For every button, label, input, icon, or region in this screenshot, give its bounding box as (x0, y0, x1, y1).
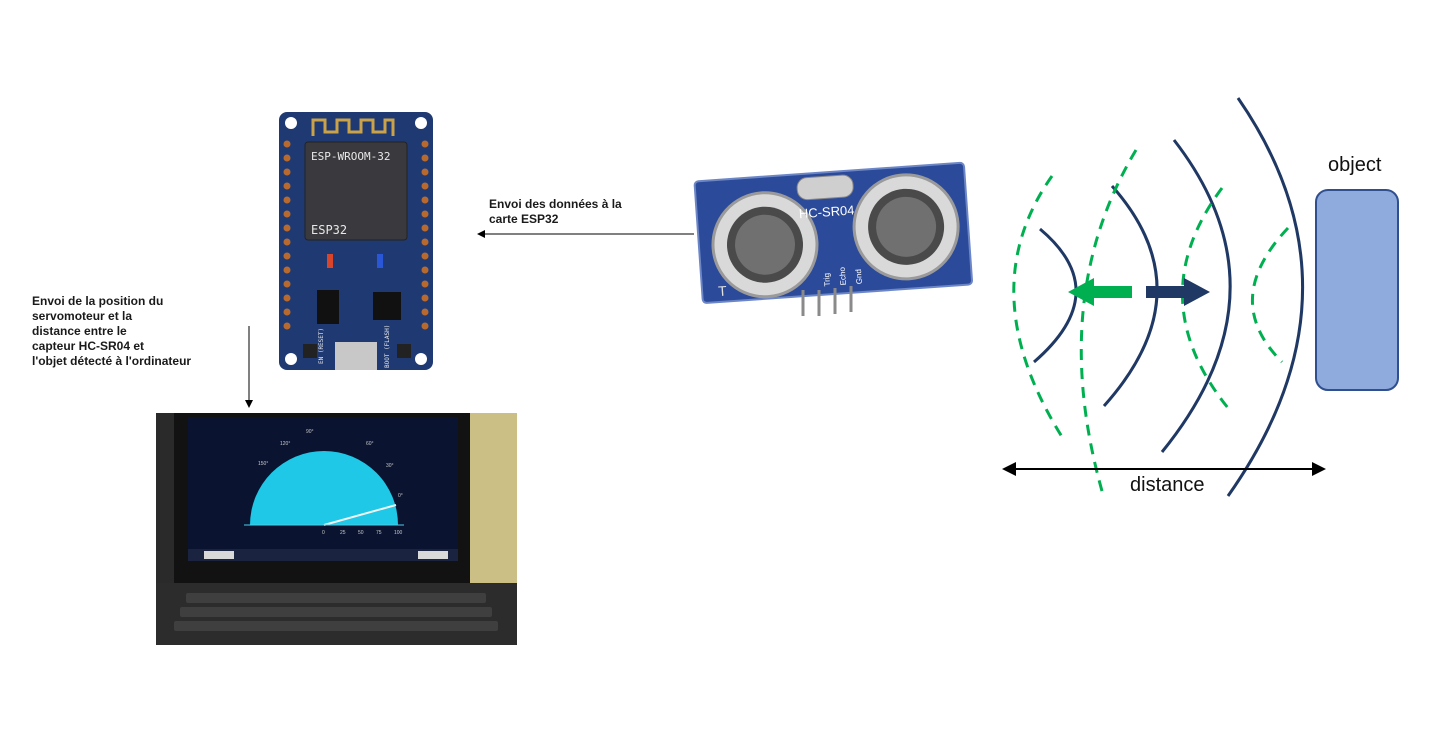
radar-range-label: 100 (394, 530, 403, 536)
pin-label-trig: Trig (822, 273, 832, 287)
radar-angle-label: 150° (258, 461, 268, 467)
en-button-label: EN (RESET) (318, 328, 325, 364)
emitted-wave (1033, 227, 1078, 364)
pin-label-gnd: Gnd (854, 269, 864, 285)
sensor-corner-mark: T (718, 282, 728, 299)
laptop-photo: 150° 120° 90° 60° 30° 0° 0 25 50 75 100 (156, 413, 517, 645)
esp32-data-caption: Envoi des données à la carte ESP32 (489, 197, 622, 226)
computer-data-caption: Envoi de la position du servomoteur et l… (32, 294, 192, 368)
radar-sweep-area (250, 451, 398, 525)
detected-object (1315, 189, 1399, 391)
boot-button-label: BOOT (FLASH) (384, 325, 391, 368)
distance-label: distance (1130, 474, 1205, 496)
pin-label-echo: Echo (838, 266, 848, 285)
sensor-model-label: HC-SR04 (798, 202, 855, 221)
reflected-wave (1079, 149, 1138, 499)
reflected-direction-arrow (1068, 278, 1132, 306)
emitted-wave (1226, 97, 1304, 497)
radar-angle-label: 60° (366, 441, 374, 447)
radar-angle-label: 120° (280, 441, 290, 447)
radar-range-label: 50 (358, 530, 364, 536)
chip-label: ESP32 (311, 223, 347, 237)
radar-range-label: 0 (322, 530, 325, 536)
radar-range-label: 25 (340, 530, 346, 536)
esp32-board: ESP-WROOM-32 ESP32 EN (RESET) BOOT (FLAS… (279, 112, 433, 370)
reflected-wave (1012, 175, 1066, 441)
emitted-direction-arrow (1146, 278, 1210, 306)
radar-sweep-line (323, 504, 397, 526)
module-label: ESP-WROOM-32 (311, 150, 390, 163)
reflected-wave (1251, 226, 1290, 364)
object-label: object (1328, 154, 1382, 176)
hc-sr04-sensor: HC-SR04 T Trig Echo Gnd (692, 158, 974, 322)
radar-angle-label: 0° (398, 493, 403, 499)
radar-angle-label: 90° (306, 429, 314, 435)
radar-angle-label: 30° (386, 463, 394, 469)
distance-double-arrow (1002, 462, 1326, 476)
radar-range-label: 75 (376, 530, 382, 536)
emitted-wave (1160, 139, 1232, 453)
